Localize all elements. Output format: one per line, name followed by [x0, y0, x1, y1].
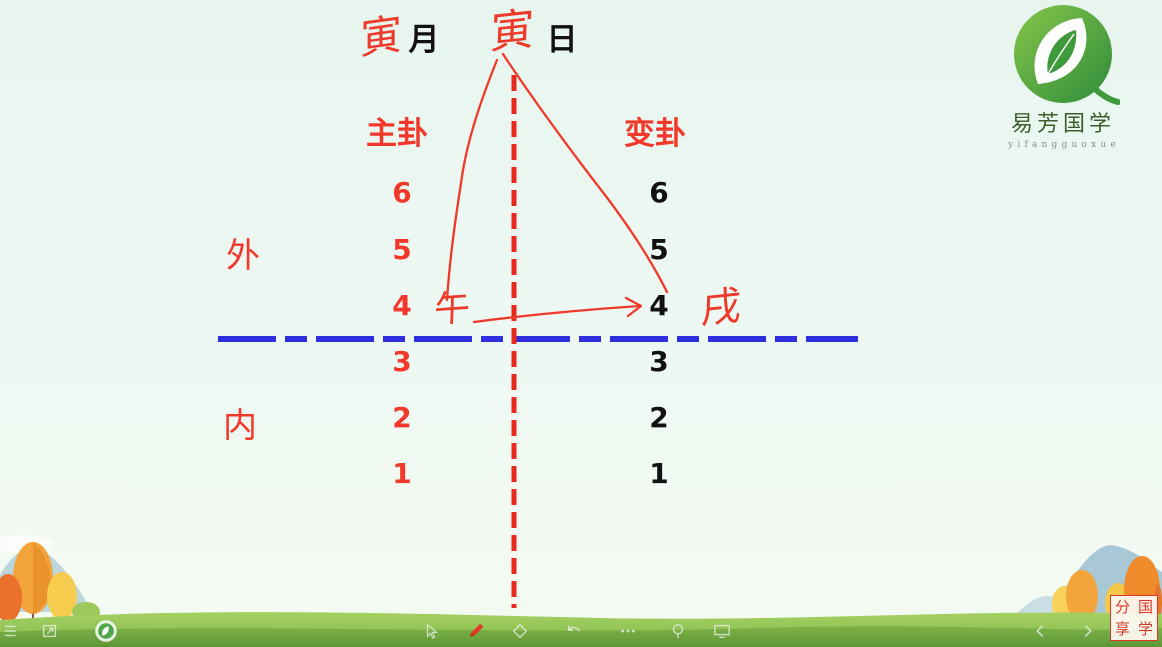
prev-page-icon[interactable] [1028, 619, 1052, 643]
stamp-char: 分 [1114, 598, 1130, 616]
screen-icon[interactable] [710, 619, 734, 643]
ink-day-branch: 寅 [489, 3, 535, 60]
changed-line-number: 2 [649, 401, 669, 434]
changed-hexagram-title: 变卦 [624, 116, 686, 152]
pen-icon[interactable] [464, 619, 488, 643]
menu-icon[interactable] [0, 619, 24, 643]
undo-icon[interactable] [562, 619, 586, 643]
main-hexagram-title: 主卦 [366, 116, 428, 152]
eraser-icon[interactable] [508, 619, 532, 643]
left-tree-cluster [0, 535, 100, 622]
spotlight-icon[interactable] [666, 619, 690, 643]
ink-changed-line-branch: 戌 [700, 282, 742, 334]
main-line-number: 2 [392, 401, 412, 434]
more-icon[interactable] [616, 619, 640, 643]
month-label: 月 [408, 22, 440, 58]
ink-arrow-head [624, 296, 643, 318]
changed-line-number: 1 [649, 457, 669, 490]
main-line-number: 3 [392, 345, 412, 378]
main-line-number: 6 [392, 176, 412, 209]
logo-romanized: yifangguoxue [1008, 140, 1120, 150]
changed-line-number: 5 [649, 233, 669, 266]
stamp-char: 学 [1137, 620, 1153, 638]
stamp-char: 享 [1114, 620, 1130, 638]
watermark-stamp: 分 国 享 学 [1110, 595, 1158, 641]
next-page-icon[interactable] [1076, 619, 1100, 643]
main-line-number: 1 [392, 457, 412, 490]
leaf-circle-logo-icon [1014, 5, 1120, 105]
ink-month-branch: 寅 [360, 8, 402, 65]
exit-icon[interactable] [38, 619, 62, 643]
logo-name: 易芳国学 [1010, 112, 1115, 137]
ink-triangle-left-stroke [445, 58, 499, 302]
inner-trigram-label: 内 [223, 406, 257, 446]
app-logo-icon[interactable] [92, 617, 120, 645]
changed-line-number: 3 [649, 345, 669, 378]
stamp-char: 国 [1137, 598, 1153, 616]
changed-line-number: 4 [649, 289, 669, 322]
day-label: 日 [546, 22, 578, 58]
cursor-icon[interactable] [420, 619, 444, 643]
main-line-number: 5 [392, 233, 412, 266]
main-line-number: 4 [392, 289, 412, 322]
ink-arrow-stroke [472, 304, 642, 324]
changed-line-number: 6 [649, 176, 669, 209]
outer-trigram-label: 外 [226, 236, 260, 276]
ink-main-line-branch: 午 [433, 287, 471, 332]
